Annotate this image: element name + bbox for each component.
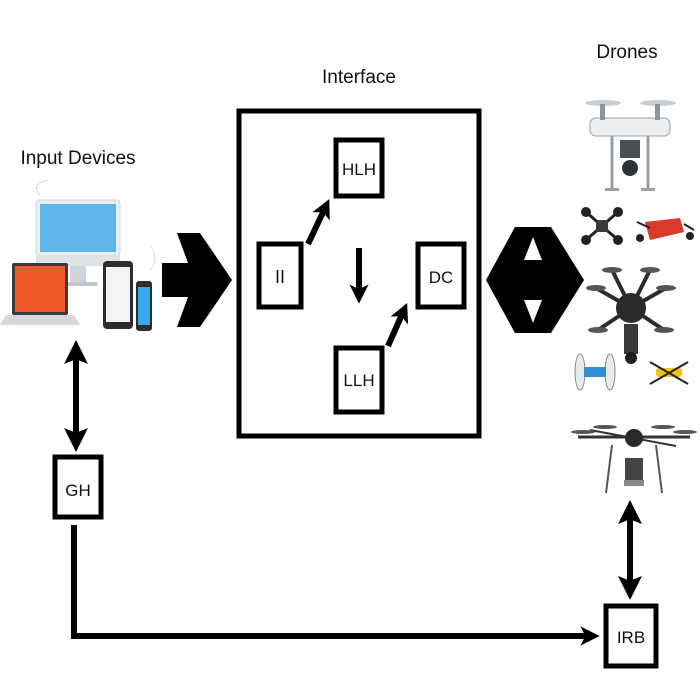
node-gh-label: GH [65, 481, 91, 500]
node-gh: GH [52, 454, 104, 520]
input-devices-label: Input Devices [20, 148, 135, 169]
node-irb-label: IRB [617, 628, 645, 647]
node-dc: DC [415, 241, 467, 310]
interface-label: Interface [322, 67, 396, 88]
node-ii-label: II [275, 267, 285, 287]
input-to-interface-arrow [162, 233, 232, 327]
node-llh: LLH [333, 345, 385, 415]
node-ii: II [256, 241, 304, 310]
gh-to-irb-arrow [71, 525, 600, 646]
devices-icon [0, 179, 156, 331]
node-dc-label: DC [429, 268, 454, 287]
node-llh-label: LLH [343, 371, 374, 390]
node-hlh-label: HLH [342, 160, 376, 179]
node-irb: IRB [603, 603, 659, 669]
ii-to-hlh-arrow [305, 199, 330, 246]
interface-box [236, 108, 482, 439]
llh-to-dc-arrow [385, 302, 409, 348]
node-hlh: HLH [333, 137, 385, 199]
drones-label: Drones [596, 42, 657, 63]
drones-icon [571, 100, 697, 494]
